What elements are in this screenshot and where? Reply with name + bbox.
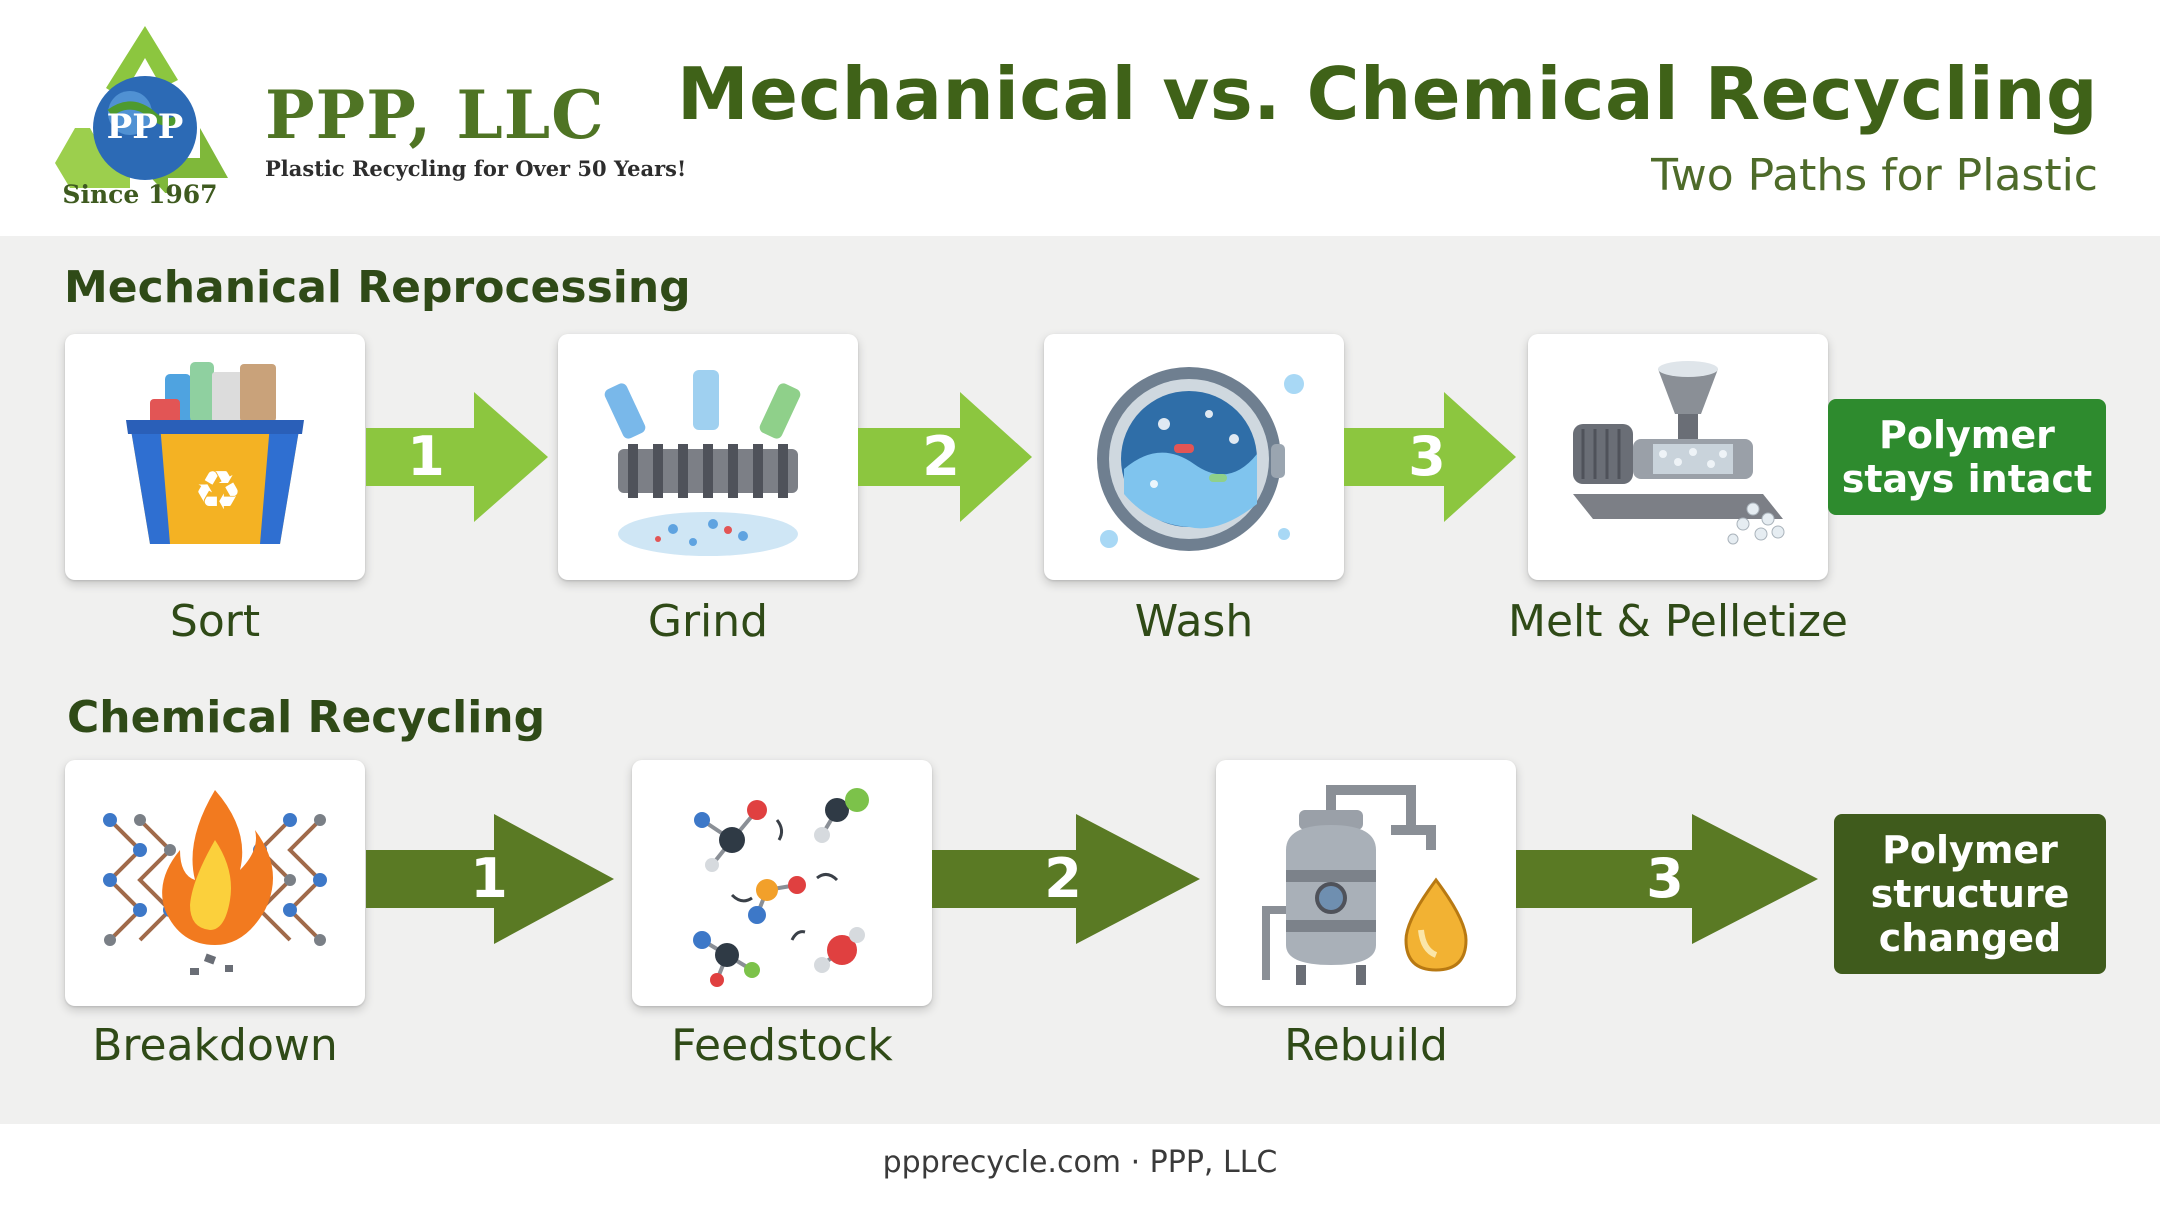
mechanical-arrow-3: 3 [1344,392,1516,522]
page-title: Mechanical vs. Chemical Recycling [676,52,2098,136]
mechanical-result-badge: Polymer stays intact [1828,399,2106,515]
polymer-chains-fire-icon [103,790,327,975]
chemical-arrow-1: 1 [366,814,614,944]
arrow-number: 3 [1646,847,1684,910]
step-label-feedstock: Feedstock [671,1020,893,1071]
step-label-wash: Wash [1134,596,1254,647]
arrow-number: 3 [1408,425,1446,488]
step-card-sort: ♻ [65,334,365,580]
step-card-wash [1044,334,1344,580]
step-label-sort: Sort [169,596,261,647]
chemical-result-badge: Polymer structure changed [1834,814,2106,974]
step-card-grind [558,334,858,580]
brand-tagline: Plastic Recycling for Over 50 Years! [265,156,687,181]
arrow-number: 2 [922,425,960,488]
step-card-rebuild [1216,760,1516,1006]
logo-since: Since 1967 [62,180,218,209]
arrow-number: 1 [407,425,445,488]
washing-drum-icon [1097,367,1304,551]
chemical-arrow-2: 2 [932,814,1200,944]
mechanical-arrow-2: 2 [858,392,1032,522]
arrow-number: 2 [1044,847,1082,910]
chemical-arrow-3: 3 [1516,814,1818,944]
molecules-icon [693,788,869,987]
header: PPP Since 1967 PPP, LLC Plastic Recyclin… [0,0,2160,236]
reactor-oil-icon [1262,785,1468,985]
step-label-rebuild: Rebuild [1284,1020,1448,1071]
extruder-icon [1573,361,1785,545]
page-subtitle: Two Paths for Plastic [1651,150,2098,201]
mechanical-arrow-1: 1 [366,392,548,522]
step-card-feedstock [632,760,932,1006]
process-panel: Mechanical Reprocessing ♻ 1 [0,236,2160,1124]
ppp-logo-icon: PPP [50,18,240,196]
recycling-bin-icon: ♻ [126,362,304,544]
step-card-melt-pelletize [1528,334,1828,580]
mechanical-heading: Mechanical Reprocessing [64,262,691,313]
step-label-melt-pelletize: Melt & Pelletize [1508,596,1848,647]
logo-text: PPP [107,107,184,147]
chemical-heading: Chemical Recycling [67,692,546,743]
shredder-icon [604,370,801,556]
step-label-grind: Grind [647,596,769,647]
brand-name: PPP, LLC [265,76,605,154]
arrow-number: 1 [470,847,508,910]
svg-text:♻: ♻ [194,459,242,522]
step-label-breakdown: Breakdown [92,1020,338,1071]
step-card-breakdown [65,760,365,1006]
footer: ppprecycle.com · PPP, LLC [0,1124,2160,1206]
